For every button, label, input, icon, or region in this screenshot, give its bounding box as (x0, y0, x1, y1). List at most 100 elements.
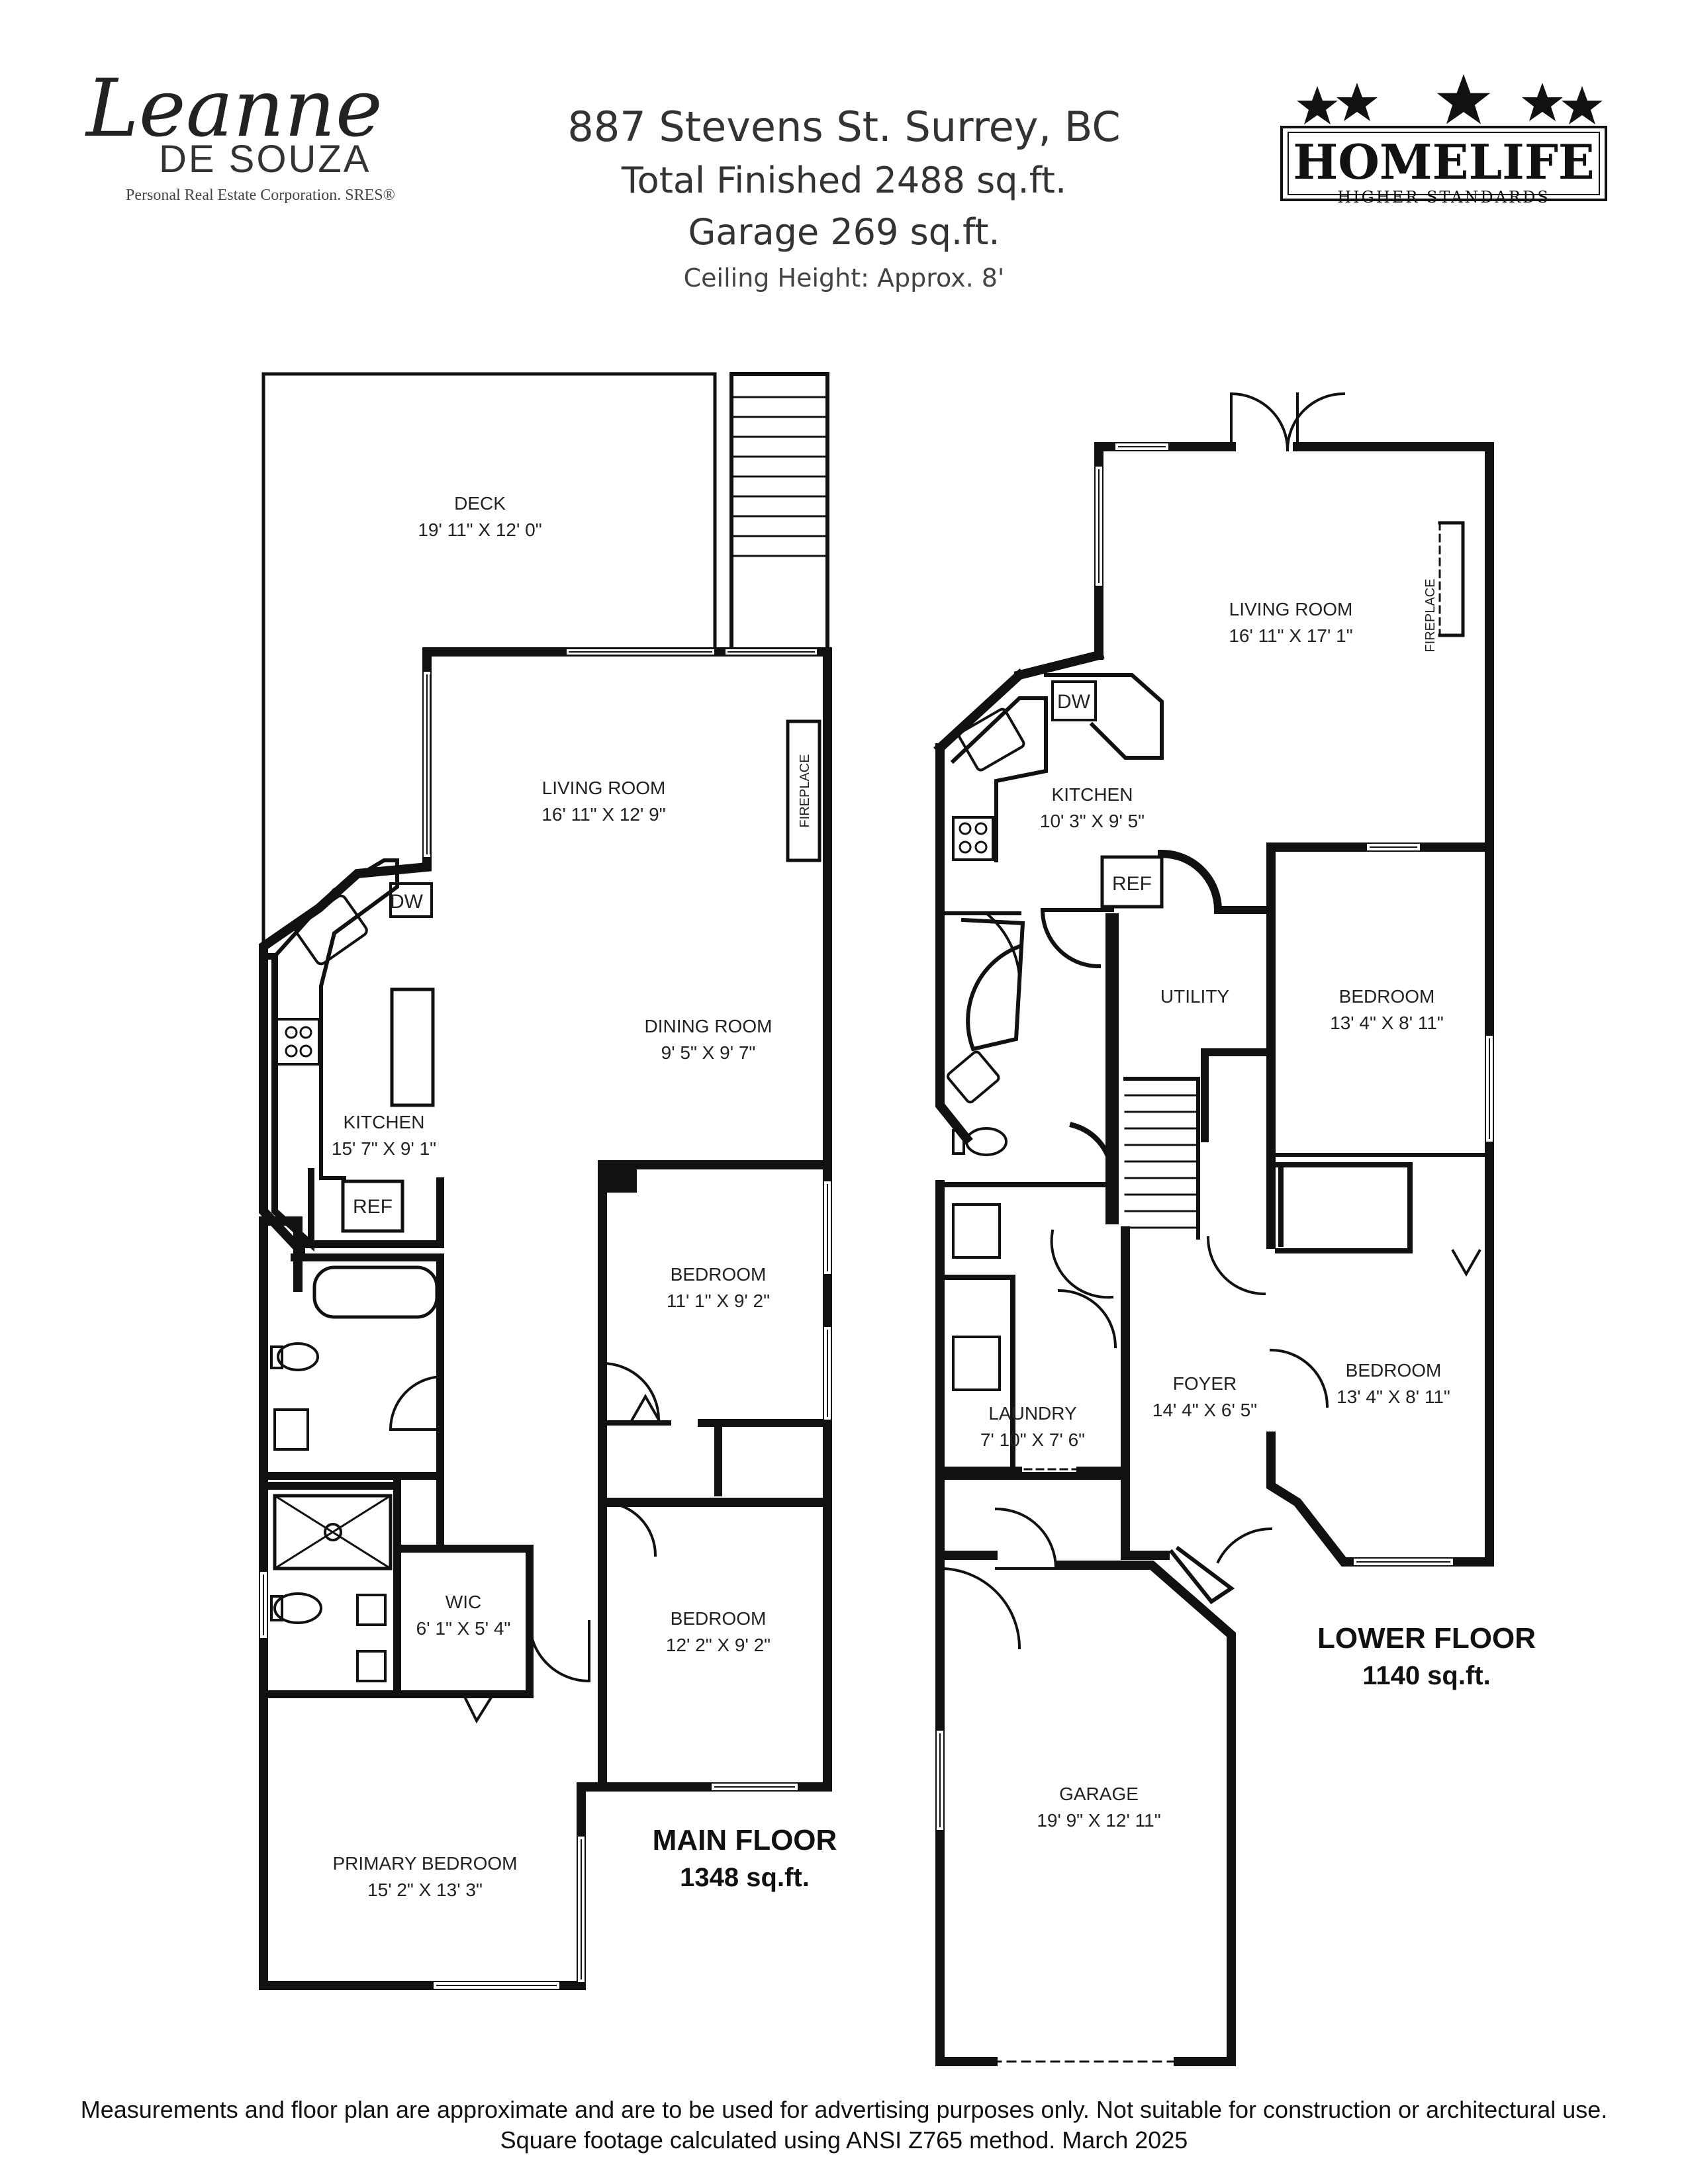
lower-floor-area: 1140 sq.ft. (1362, 1661, 1490, 1690)
main-bedroom1-dims: 11' 1" X 9' 2" (667, 1291, 770, 1311)
ceiling-height: Ceiling Height: Approx. 8' (683, 263, 1005, 293)
lower-kitchen-door (1040, 907, 1114, 969)
brand-name: HOMELIFE (1293, 134, 1595, 190)
main-ref-label: REF (353, 1196, 393, 1218)
lower-floor-title: LOWER FLOOR (1317, 1622, 1536, 1655)
wic-dims: 6' 1" X 5' 4" (416, 1618, 511, 1639)
garage-top-wall (936, 1472, 1129, 1559)
agent-corp: Personal Real Estate Corporation. SRES® (126, 187, 395, 204)
total-finished-area: Total Finished 2488 sq.ft. (621, 159, 1067, 201)
ensuite-toilet-icon (273, 1592, 322, 1624)
bathtub-icon (312, 1265, 439, 1319)
primary-bedroom-label: PRIMARY BEDROOM (332, 1853, 517, 1874)
main-stove-icon (275, 1018, 320, 1066)
ensuite-walls (261, 1482, 401, 1698)
lower-french-door (1229, 392, 1346, 452)
main-dw-label: DW (390, 891, 424, 913)
lower-bedroom1-label: BEDROOM (1339, 986, 1435, 1007)
brokerage-logo: HOMELIFE HIGHER STANDARDS (1280, 74, 1607, 206)
main-sink-icon (294, 894, 368, 966)
lower-kitchen-counter (950, 696, 1048, 862)
lower-dw-box (1051, 680, 1097, 721)
laundry-dims: 7' 10" X 7' 6" (980, 1430, 1085, 1450)
lower-bedroom1-dims: 13' 4" X 8' 11" (1330, 1013, 1444, 1033)
foyer-walls (1121, 1226, 1170, 1560)
main-kitchen-counter (260, 953, 348, 1252)
lower-fireplace (1438, 521, 1465, 637)
deck-stair-treads (730, 396, 829, 557)
listing-header: 887 Stevens St. Surrey, BC Total Finishe… (503, 99, 1185, 298)
laundry-label: LAUNDRY (988, 1403, 1077, 1424)
primary-bedroom-dims: 15' 2" X 13' 3" (367, 1880, 483, 1900)
ensuite-sink-2-icon (356, 1650, 387, 1682)
lower-bedroom2-dims: 13' 4" X 8' 11" (1336, 1387, 1450, 1407)
lower-fireplace-label: FIREPLACE (1423, 578, 1438, 652)
property-address: 887 Stevens St. Surrey, BC (567, 103, 1121, 151)
main-bedroom2-label: BEDROOM (671, 1608, 767, 1629)
wic-door (461, 1692, 495, 1724)
lower-stairs (1123, 1077, 1200, 1240)
garage-walls (935, 1551, 1236, 2066)
garage-area: Garage 269 sq.ft. (688, 211, 1000, 253)
main-ref-box (341, 1179, 404, 1233)
disclaimer: Measurements and floor plan are approxim… (0, 2095, 1688, 2156)
lower-living-dims: 16' 11" X 17' 1" (1229, 625, 1352, 646)
main-living-dims: 16' 11" X 12' 9" (541, 804, 665, 825)
washer-icon (952, 1203, 1001, 1259)
lower-ref-label: REF (1112, 873, 1152, 895)
main-bath-walls (261, 1253, 444, 1480)
main-deck-dims: 19' 11" X 12' 0" (418, 520, 541, 540)
lower-bedroom2-label: BEDROOM (1346, 1360, 1442, 1381)
main-living-label: LIVING ROOM (542, 778, 666, 798)
wic-label: WIC (445, 1592, 481, 1612)
main-kitchen-dims: 15' 7" X 9' 1" (332, 1138, 436, 1159)
lower-bedroom2-door (1269, 1348, 1329, 1408)
main-floor-area: 1348 sq.ft. (680, 1863, 810, 1892)
deck-stairs (729, 372, 829, 654)
bedroom1-door (600, 1361, 661, 1422)
lower-ref-box (1100, 855, 1164, 909)
main-kitchen-label: KITCHEN (344, 1112, 425, 1132)
main-fireplace-label: FIREPLACE (798, 754, 812, 827)
main-bath-door (389, 1375, 442, 1431)
lower-floor-plan (933, 392, 1494, 2066)
garage-dims: 19' 9" X 12' 11" (1037, 1810, 1160, 1831)
main-dw-box (389, 882, 433, 918)
lower-kitchen-label: KITCHEN (1052, 784, 1133, 805)
main-fireplace (786, 719, 821, 862)
lower-bath (938, 911, 1025, 1052)
brand-tagline: HIGHER STANDARDS (1337, 188, 1550, 206)
lower-sink-icon (958, 707, 1025, 772)
main-dining-label: DINING ROOM (645, 1016, 773, 1036)
utility-walls (1157, 849, 1275, 1142)
agent-name-script: Leanne (85, 63, 383, 155)
agent-surname: DE SOUZA (159, 138, 371, 181)
stars-icon (1297, 74, 1603, 124)
disclaimer-line-1: Measurements and floor plan are approxim… (80, 2096, 1608, 2123)
shower-icon (273, 1494, 393, 1570)
bedroom2-door (600, 1500, 657, 1557)
main-deck-label: DECK (454, 493, 506, 514)
main-kitchen-island (390, 987, 435, 1107)
main-floor-title: MAIN FLOOR (653, 1824, 837, 1856)
disclaimer-line-2: Square footage calculated using ANSI Z76… (500, 2126, 1188, 2154)
main-bath-sink-icon (273, 1408, 309, 1451)
main-bedroom2-dims: 12' 2" X 9' 2" (666, 1635, 771, 1655)
lower-stair-treads (1124, 1094, 1199, 1229)
lower-bath-sink-icon (947, 1050, 1000, 1104)
main-toilet-icon (277, 1342, 319, 1371)
lower-dw-label: DW (1057, 691, 1091, 713)
agent-logo: Leanne DE SOUZA Personal Real Estate Cor… (85, 63, 395, 204)
foyer-dims: 14' 4" X 6' 5" (1152, 1400, 1257, 1420)
ensuite-sink-1-icon (356, 1594, 387, 1626)
lower-kitchen-walls (933, 649, 1105, 754)
dryer-icon (952, 1336, 1001, 1391)
main-bedroom1-label: BEDROOM (671, 1264, 767, 1285)
garage-label: GARAGE (1059, 1784, 1139, 1804)
main-dining-dims: 9' 5" X 9' 7" (661, 1042, 756, 1063)
utility-label: UTILITY (1160, 986, 1230, 1007)
lower-living-label: LIVING ROOM (1229, 599, 1353, 619)
front-door (1168, 1545, 1235, 1605)
main-floor-plan (259, 372, 832, 1990)
